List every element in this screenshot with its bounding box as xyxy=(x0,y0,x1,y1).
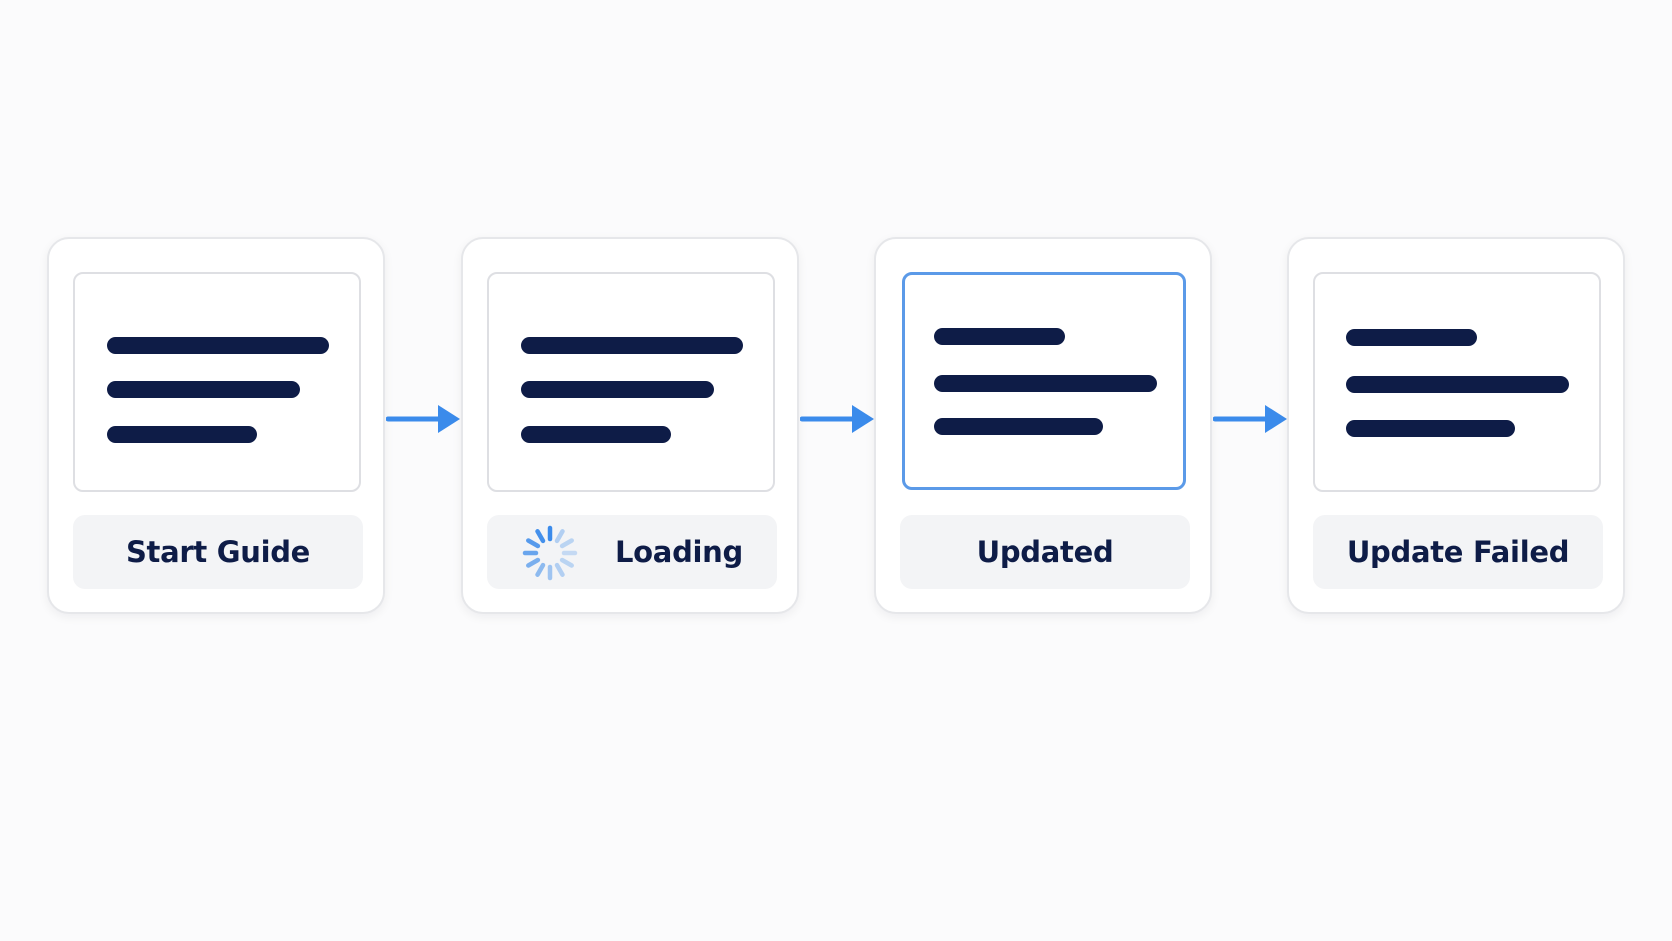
spinner-icon xyxy=(522,525,578,581)
step-label: Update Failed xyxy=(1346,535,1570,569)
content-preview xyxy=(487,272,775,492)
text-line-placeholder xyxy=(107,426,257,443)
content-preview xyxy=(1313,272,1601,492)
step-card-update-failed: Update Failed xyxy=(1287,237,1625,614)
step-card-loading: Loading xyxy=(461,237,799,614)
arrow-right-icon xyxy=(800,405,874,433)
content-preview xyxy=(73,272,361,492)
arrow-right-icon xyxy=(386,405,460,433)
content-preview-highlighted xyxy=(902,272,1186,490)
text-line-placeholder xyxy=(1346,376,1569,393)
step-label-box[interactable]: Loading xyxy=(487,515,777,589)
step-card-start-guide: Start Guide xyxy=(47,237,385,614)
text-line-placeholder xyxy=(107,337,329,354)
text-line-placeholder xyxy=(521,426,671,443)
text-line-placeholder xyxy=(521,381,714,398)
step-card-updated: Updated xyxy=(874,237,1212,614)
arrow-right-icon xyxy=(1213,405,1287,433)
step-label: Start Guide xyxy=(125,535,311,569)
text-line-placeholder xyxy=(521,337,743,354)
step-label-box[interactable]: Updated xyxy=(900,515,1190,589)
text-line-placeholder xyxy=(934,418,1103,435)
text-line-placeholder xyxy=(107,381,300,398)
text-line-placeholder xyxy=(934,328,1065,345)
step-label: Updated xyxy=(976,535,1114,569)
step-label-box[interactable]: Update Failed xyxy=(1313,515,1603,589)
text-line-placeholder xyxy=(1346,420,1515,437)
text-line-placeholder xyxy=(934,375,1157,392)
step-label: Loading xyxy=(615,535,743,569)
text-line-placeholder xyxy=(1346,329,1477,346)
step-label-box[interactable]: Start Guide xyxy=(73,515,363,589)
